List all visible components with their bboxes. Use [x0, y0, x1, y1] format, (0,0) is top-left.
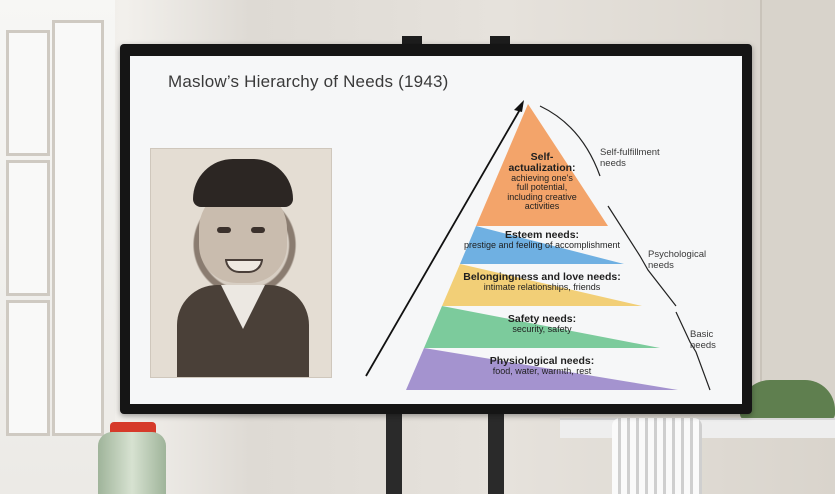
monitor-stand-left — [386, 410, 402, 494]
bracket-psychological — [607, 205, 677, 307]
pyramid-level-belonging — [442, 264, 642, 306]
water-bottle — [98, 432, 166, 494]
portrait-photo — [150, 148, 332, 378]
self-desc-2: full potential, — [516, 182, 568, 193]
bracket-basic — [675, 311, 711, 391]
group-basic-line1: Basic — [690, 329, 714, 340]
esteem-desc: prestige and feeling of accomplishment — [463, 240, 621, 251]
label-physiological: Physiological needs: food, water, warmth… — [442, 355, 642, 377]
label-belonging: Belongingness and love needs: intimate r… — [442, 271, 642, 293]
group-self-fulfillment-line2: needs — [600, 157, 626, 169]
arrow-up-right-icon — [365, 105, 523, 377]
group-psychological: Psychological needs — [648, 249, 707, 272]
slide-title: Maslow’s Hierarchy of Needs (1943) — [168, 72, 449, 91]
group-self-fulfillment: Self-fulfillment needs — [600, 147, 660, 170]
group-self-fulfillment-line1: Self-fulfillment — [600, 147, 660, 158]
window-pane — [52, 20, 104, 436]
safety-desc: security, safety — [512, 324, 572, 335]
window-pane — [6, 30, 50, 156]
window — [0, 0, 115, 494]
physiological-desc: food, water, warmth, rest — [492, 366, 592, 377]
safety-heading: Safety needs: — [507, 313, 577, 325]
slide-screen: Maslow’s Hierarchy of Needs (1943) — [130, 56, 742, 404]
group-basic: Basic needs — [690, 329, 716, 352]
belonging-heading: Belongingness and love needs: — [463, 271, 621, 283]
plant — [740, 380, 835, 420]
window-pane — [6, 160, 50, 296]
self-desc-3: including creative — [507, 191, 577, 202]
self-desc-4: activities — [524, 201, 560, 212]
physiological-heading: Physiological needs: — [489, 355, 595, 367]
esteem-heading: Esteem needs: — [504, 229, 580, 241]
pyramid-level-esteem — [460, 226, 624, 264]
group-psychological-line1: Psychological — [648, 249, 707, 260]
self-heading-2: actualization: — [508, 162, 576, 175]
pyramid-level-physiological — [406, 348, 678, 390]
group-basic-line2: needs — [690, 339, 716, 351]
pyramid-level-safety — [424, 306, 660, 348]
group-psychological-line2: needs — [648, 259, 674, 271]
label-esteem: Esteem needs: prestige and feeling of ac… — [448, 229, 636, 251]
label-safety: Safety needs: security, safety — [460, 313, 624, 335]
pyramid-level-self-actualization — [476, 104, 608, 226]
wall-panel — [760, 0, 835, 420]
self-desc-1: achieving one's — [511, 173, 573, 184]
arrow-head — [514, 100, 524, 112]
monitor: Maslow’s Hierarchy of Needs (1943) — [120, 44, 752, 414]
belonging-desc: intimate relationships, friends — [483, 282, 601, 293]
pyramid-graphic — [365, 100, 711, 391]
eye — [251, 227, 265, 233]
hair — [193, 159, 293, 207]
eye — [217, 227, 231, 233]
chair — [612, 418, 702, 494]
monitor-stand-right — [488, 410, 504, 494]
bracket-self-fulfillment — [539, 105, 601, 177]
self-heading: Self- — [530, 151, 554, 163]
window-pane — [6, 300, 50, 436]
label-self-actualization: Self- actualization: achieving one's ful… — [482, 151, 602, 212]
